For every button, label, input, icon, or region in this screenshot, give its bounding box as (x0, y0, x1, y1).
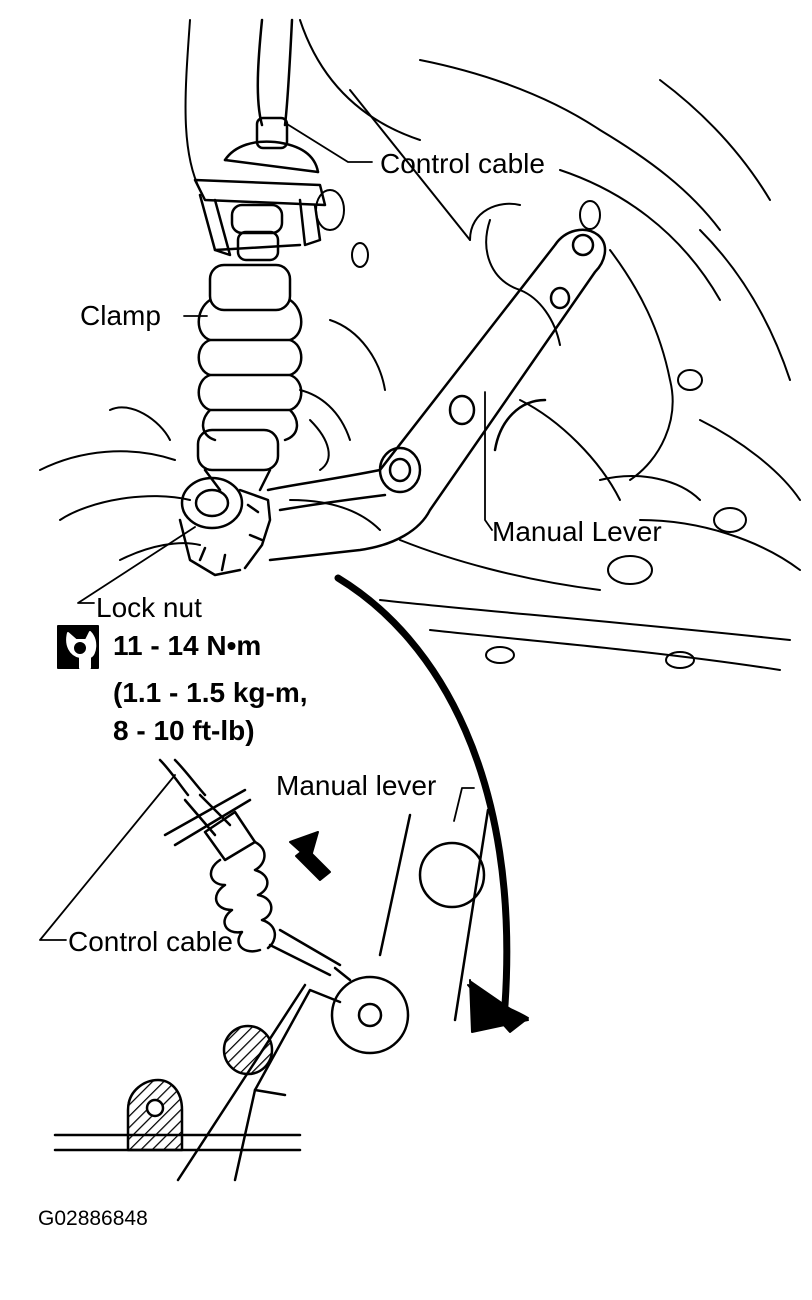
cable-end-boot (196, 203, 303, 492)
control-cable-lower (158, 758, 352, 982)
movement-arrow-curve (334, 574, 511, 1009)
manual-lever-lower-arm (176, 808, 490, 1182)
label-lock-nut: Lock nut (96, 592, 202, 623)
lock-nut (178, 476, 272, 577)
manual-lever-upper-arm (266, 228, 607, 562)
leader-lines (39, 123, 493, 941)
clamp-bracket (193, 178, 327, 257)
label-manual-lever-upper: Manual Lever (492, 516, 662, 547)
label-control-cable-top: Control cable (380, 148, 545, 179)
control-cable-upper (223, 18, 320, 174)
torque-spec-line-3: 8 - 10 ft-lb) (113, 715, 255, 746)
transmission-housing (39, 19, 801, 671)
figure-id: G02886848 (38, 1207, 148, 1230)
label-control-cable-bottom: Control cable (68, 926, 233, 957)
label-clamp: Clamp (80, 300, 161, 331)
torque-spec-line-2: (1.1 - 1.5 kg-m, (113, 677, 308, 708)
torque-spec-line-1: 11 - 14 N•m (113, 630, 262, 661)
torque-wrench-icon (57, 625, 99, 669)
label-manual-lever-lower: Manual lever (276, 770, 437, 801)
detent-base (53, 1024, 302, 1152)
